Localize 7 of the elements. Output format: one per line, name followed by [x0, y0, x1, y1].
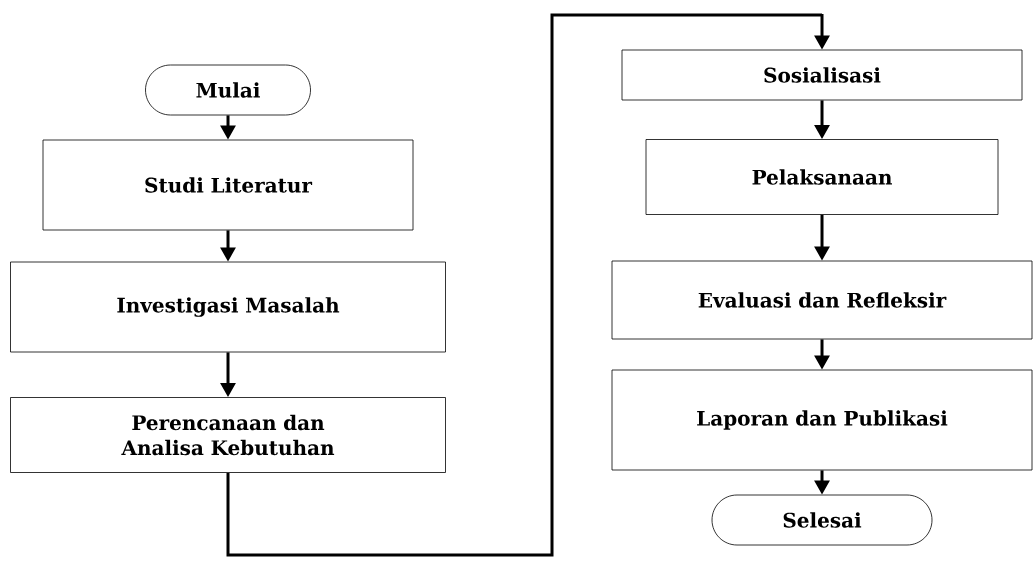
- process-box: Laporan dan Publikasi: [611, 369, 1033, 471]
- process-box: Investigasi Masalah: [10, 261, 446, 353]
- process-box: Pelaksanaan: [645, 139, 999, 215]
- process-box: Sosialisasi: [621, 49, 1023, 101]
- process-box: Evaluasi dan Refleksir: [611, 260, 1033, 340]
- process-box: Perencanaan dan Analisa Kebutuhan: [10, 397, 446, 473]
- process-box: Studi Literatur: [42, 139, 414, 231]
